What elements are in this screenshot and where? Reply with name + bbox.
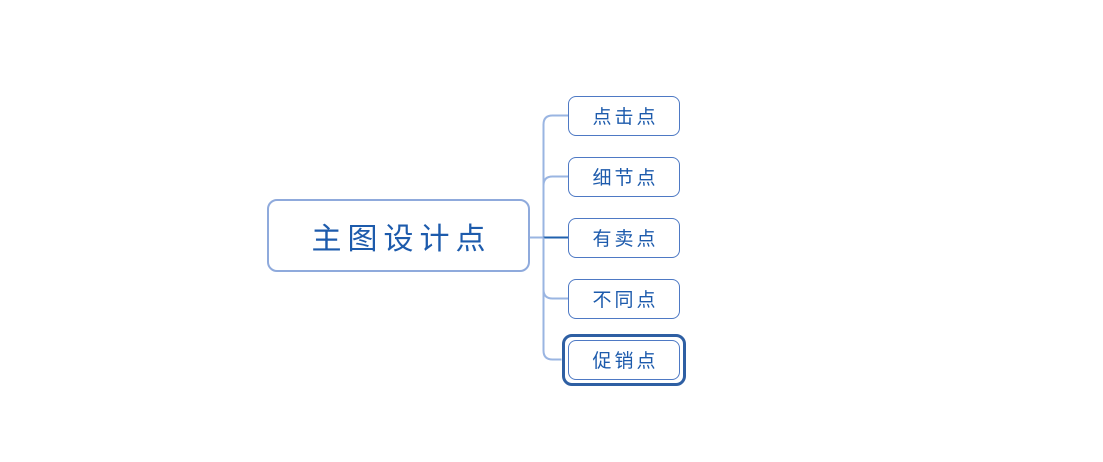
root-topic-label: 主图设计点 xyxy=(311,221,492,257)
child-topic-node-selected[interactable]: 促销点 xyxy=(562,333,686,386)
child-topic-node[interactable]: 不同点 xyxy=(568,278,680,319)
connector-path xyxy=(542,114,568,238)
child-topic-node[interactable]: 细节点 xyxy=(568,156,680,197)
child-topic-label: 不同点 xyxy=(592,289,659,311)
child-topic-label: 促销点 xyxy=(592,350,659,372)
connector-path xyxy=(542,237,562,361)
child-topic-node[interactable]: 点击点 xyxy=(568,95,680,136)
connector-path xyxy=(542,175,568,238)
child-topic-label: 有卖点 xyxy=(592,228,659,250)
root-topic-node[interactable]: 主图设计点 xyxy=(267,199,530,272)
connector-path xyxy=(542,237,568,300)
child-topic-label: 点击点 xyxy=(592,106,659,128)
child-topic-label: 细节点 xyxy=(592,167,659,189)
child-topic-node[interactable]: 有卖点 xyxy=(568,217,680,258)
